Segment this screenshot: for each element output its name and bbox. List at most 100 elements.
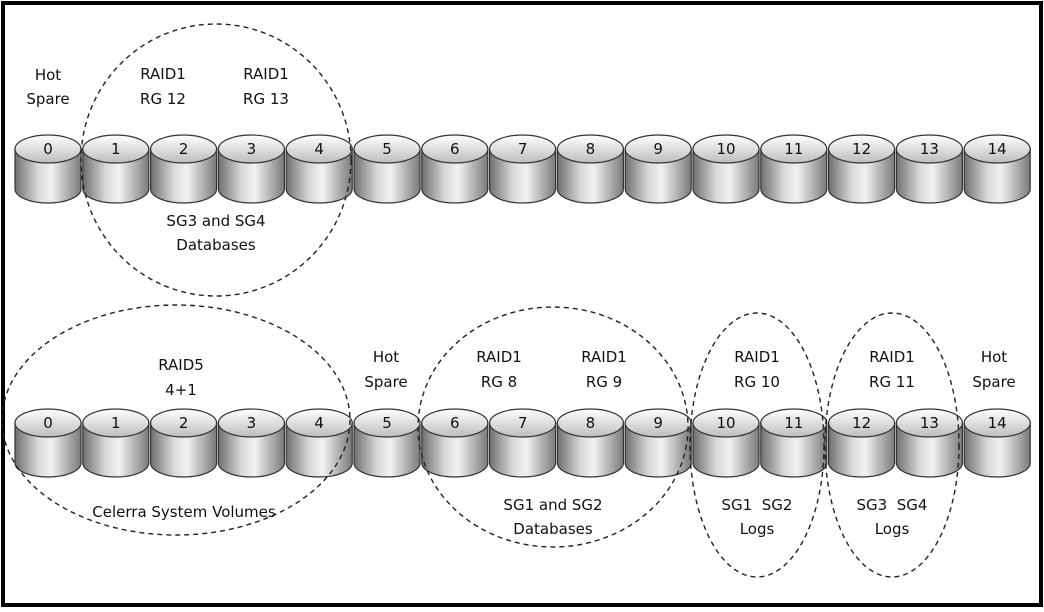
sg1-sg2-logs-label-line1: SG1 SG2 — [722, 496, 793, 514]
disk-top — [556, 408, 625, 438]
hot-spare-label-line2: Spare — [26, 90, 69, 108]
disk-body — [828, 422, 896, 478]
disk-number-label: 3 — [247, 414, 257, 432]
disk-8: 8 — [556, 408, 625, 478]
disk-12: 12 — [827, 134, 896, 204]
disk-number-label: 12 — [852, 140, 871, 158]
disk-7: 7 — [488, 134, 557, 204]
hot-spare-label-line1: Hot — [35, 66, 61, 84]
raid1-rg8-label-line2: RG 8 — [481, 373, 517, 391]
disk-body — [285, 148, 353, 204]
disk-number-label: 0 — [43, 140, 53, 158]
raid1-rg9-label-line2: RG 9 — [586, 373, 622, 391]
disk-14: 14 — [963, 408, 1031, 478]
disk-number-label: 14 — [988, 414, 1007, 432]
disk-top — [217, 408, 285, 438]
disk-body — [217, 422, 285, 478]
disk-top — [760, 408, 828, 438]
disk-body — [556, 422, 624, 478]
disk-number-label: 13 — [920, 140, 939, 158]
sg1-sg2-databases-group-outline — [417, 306, 689, 548]
sg3-sg4-databases-label-line1: SG3 and SG4 — [166, 212, 265, 230]
disk-number-label: 8 — [586, 140, 596, 158]
disk-number-label: 4 — [314, 414, 324, 432]
disk-5: 5 — [353, 134, 421, 204]
disk-body — [421, 148, 489, 204]
disk-0: 0 — [14, 134, 82, 204]
disk-13: 13 — [895, 408, 964, 478]
disk-top — [488, 134, 557, 164]
disk-number-label: 9 — [653, 140, 663, 158]
disk-number-label: 8 — [586, 414, 596, 432]
sg1-sg2-logs-label-line2: Logs — [740, 520, 775, 538]
disk-top — [827, 408, 896, 438]
disk-6: 6 — [421, 134, 489, 204]
disk-14: 14 — [963, 134, 1031, 204]
disk-body — [489, 148, 557, 204]
disk-top — [82, 134, 150, 164]
disk-top — [963, 134, 1031, 164]
raid1-rg8-label-line1: RAID1 — [476, 348, 522, 366]
disk-13: 13 — [895, 134, 964, 204]
disk-4: 4 — [285, 408, 353, 478]
disk-number-label: 6 — [450, 414, 460, 432]
disk-number-label: 0 — [43, 414, 53, 432]
raid5-label-line1: RAID5 — [158, 356, 204, 374]
disk-number-label: 1 — [111, 140, 121, 158]
disk-top — [353, 408, 421, 438]
disk-11: 11 — [760, 134, 828, 204]
disk-11: 11 — [760, 408, 828, 478]
disk-top — [353, 134, 421, 164]
disk-body — [14, 148, 82, 204]
disk-top — [217, 134, 285, 164]
sg1-sg2-logs-group-outline — [689, 312, 825, 578]
disk-9: 9 — [624, 134, 692, 204]
celerra-system-volumes-group-outline — [1, 304, 351, 536]
disk-body — [692, 422, 760, 478]
disk-9: 9 — [624, 408, 692, 478]
hot-spare-slot14-label-line2: Spare — [972, 373, 1015, 391]
disk-1: 1 — [82, 134, 150, 204]
disk-top — [963, 408, 1031, 438]
sg3-sg4-logs-group-outline — [824, 312, 960, 578]
raid1-rg9-label-line1: RAID1 — [581, 348, 627, 366]
disk-body — [421, 422, 489, 478]
disk-body — [963, 148, 1031, 204]
disk-body — [692, 148, 760, 204]
disk-number-label: 6 — [450, 140, 460, 158]
disk-4: 4 — [285, 134, 353, 204]
raid1-rg12-label-line2: RG 12 — [140, 90, 186, 108]
celerra-system-volumes-label: Celerra System Volumes — [92, 503, 276, 521]
sg3-sg4-databases-label-line2: Databases — [176, 236, 256, 254]
disk-number-label: 11 — [784, 140, 803, 158]
disk-top — [421, 134, 489, 164]
disk-top — [895, 134, 964, 164]
disk-top — [760, 134, 828, 164]
disk-number-label: 5 — [382, 140, 392, 158]
disk-top — [556, 134, 625, 164]
raid1-rg11-label-line2: RG 11 — [869, 373, 915, 391]
disk-body — [963, 422, 1031, 478]
disk-body — [489, 422, 557, 478]
disk-top — [150, 134, 218, 164]
disk-top — [692, 408, 760, 438]
raid1-rg13-label-line2: RG 13 — [243, 90, 289, 108]
disk-10: 10 — [692, 134, 760, 204]
disk-top — [488, 408, 557, 438]
disk-top — [82, 408, 150, 438]
disk-body — [353, 148, 421, 204]
raid1-rg13-label-line1: RAID1 — [243, 65, 289, 83]
disk-body — [624, 148, 692, 204]
disk-body — [82, 422, 150, 478]
sg1-sg2-databases-label-line1: SG1 and SG2 — [503, 496, 602, 514]
disk-body — [895, 148, 963, 204]
disk-body — [760, 148, 828, 204]
sg3-sg4-logs-label-line2: Logs — [875, 520, 910, 538]
disk-top — [624, 134, 692, 164]
disk-number-label: 2 — [179, 414, 189, 432]
disk-2: 2 — [150, 134, 218, 204]
disk-number-label: 7 — [518, 140, 528, 158]
